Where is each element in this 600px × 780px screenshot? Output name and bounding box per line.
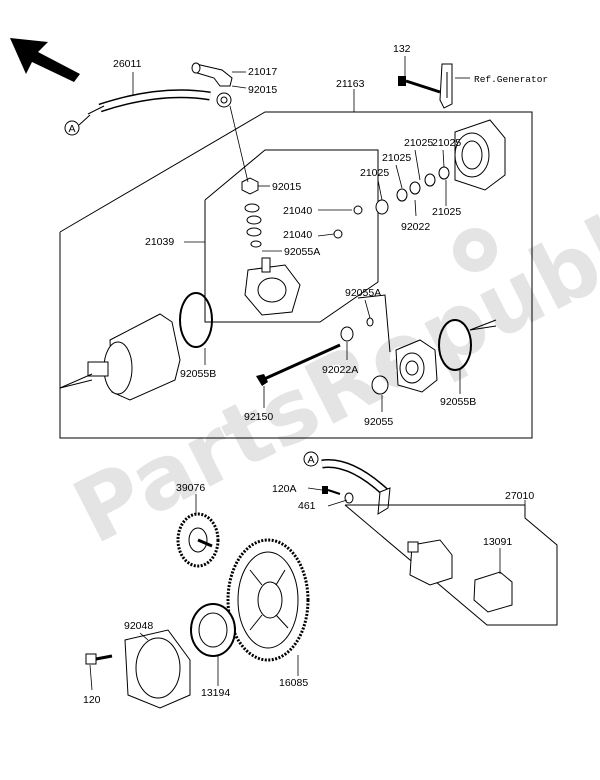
front-direction-arrow-icon xyxy=(10,38,80,82)
starter-motor-yoke xyxy=(59,313,181,401)
part-labels: 26011 21017 92015 132 Ref.Generator 2116… xyxy=(83,43,548,706)
connector-a-marker-bottom: A xyxy=(303,451,319,467)
label-21039: 21039 xyxy=(145,236,174,248)
label-92055A-b: 92055A xyxy=(345,287,381,299)
watermark-gear-icon xyxy=(453,228,497,272)
one-way-clutch xyxy=(190,603,236,657)
starter-front-cover xyxy=(395,339,438,393)
connector-a-label-bottom: A xyxy=(308,454,315,466)
connector-a-marker-top: A xyxy=(64,114,91,136)
label-92055B-right: 92055B xyxy=(440,396,476,408)
label-92022: 92022 xyxy=(401,221,430,233)
label-39076: 39076 xyxy=(176,482,205,494)
label-21025-d: 21025 xyxy=(432,137,461,149)
label-27010: 27010 xyxy=(505,490,534,502)
brush-spring-1 xyxy=(333,205,363,239)
label-26011: 26011 xyxy=(113,58,142,70)
label-92055A-a: 92055A xyxy=(284,246,320,258)
idle-gear xyxy=(176,512,220,568)
label-132: 132 xyxy=(393,43,411,55)
label-21040-a: 21040 xyxy=(283,205,312,217)
clutch-housing-cover xyxy=(124,629,191,709)
starter-assembly-outline xyxy=(59,111,533,439)
ref-generator-note: Ref.Generator xyxy=(474,74,548,85)
relay-cable xyxy=(321,459,391,515)
o-ring-front xyxy=(371,375,389,395)
label-120A: 120A xyxy=(272,483,297,495)
label-92015-top: 92015 xyxy=(248,84,277,96)
o-ring-right xyxy=(438,319,472,371)
label-21025-a: 21025 xyxy=(404,137,433,149)
through-bolt xyxy=(256,343,341,386)
label-13091: 13091 xyxy=(483,536,512,548)
bolt-120 xyxy=(85,653,113,665)
small-o-ring xyxy=(366,317,374,327)
label-21163: 21163 xyxy=(336,78,365,90)
label-21040-b: 21040 xyxy=(283,229,312,241)
leader-lines xyxy=(89,56,526,691)
label-92022A: 92022A xyxy=(322,364,358,376)
label-21025-b: 21025 xyxy=(382,152,411,164)
label-92150: 92150 xyxy=(244,411,273,423)
label-461: 461 xyxy=(298,500,316,512)
brush-holder-plate xyxy=(244,257,301,316)
label-92055: 92055 xyxy=(364,416,393,428)
brush-holder-group-outline xyxy=(204,149,379,323)
relay-cover xyxy=(473,571,513,613)
label-120: 120 xyxy=(83,694,101,706)
starter-end-cover xyxy=(454,119,506,191)
terminal-nut-stack xyxy=(241,177,262,248)
collar-461 xyxy=(344,492,354,504)
washer-stack xyxy=(375,166,450,215)
bracket xyxy=(439,63,453,109)
terminal-cap xyxy=(191,62,233,87)
thrust-washer xyxy=(340,326,354,342)
label-16085: 16085 xyxy=(279,677,308,689)
label-21017: 21017 xyxy=(248,66,277,78)
small-bolt-120a xyxy=(322,486,341,495)
label-92048: 92048 xyxy=(124,620,153,632)
starter-cable xyxy=(87,89,232,115)
label-92015-mid: 92015 xyxy=(272,181,301,193)
label-21025-e: 21025 xyxy=(432,206,461,218)
label-21025-c: 21025 xyxy=(360,167,389,179)
label-13194: 13194 xyxy=(201,687,230,699)
o-ring-left xyxy=(179,292,213,348)
starter-relay xyxy=(407,539,453,586)
label-92055B-left: 92055B xyxy=(180,368,216,380)
mounting-bolt xyxy=(398,76,441,94)
connector-a-label-top: A xyxy=(69,123,76,135)
starter-ring-gear xyxy=(226,538,310,662)
